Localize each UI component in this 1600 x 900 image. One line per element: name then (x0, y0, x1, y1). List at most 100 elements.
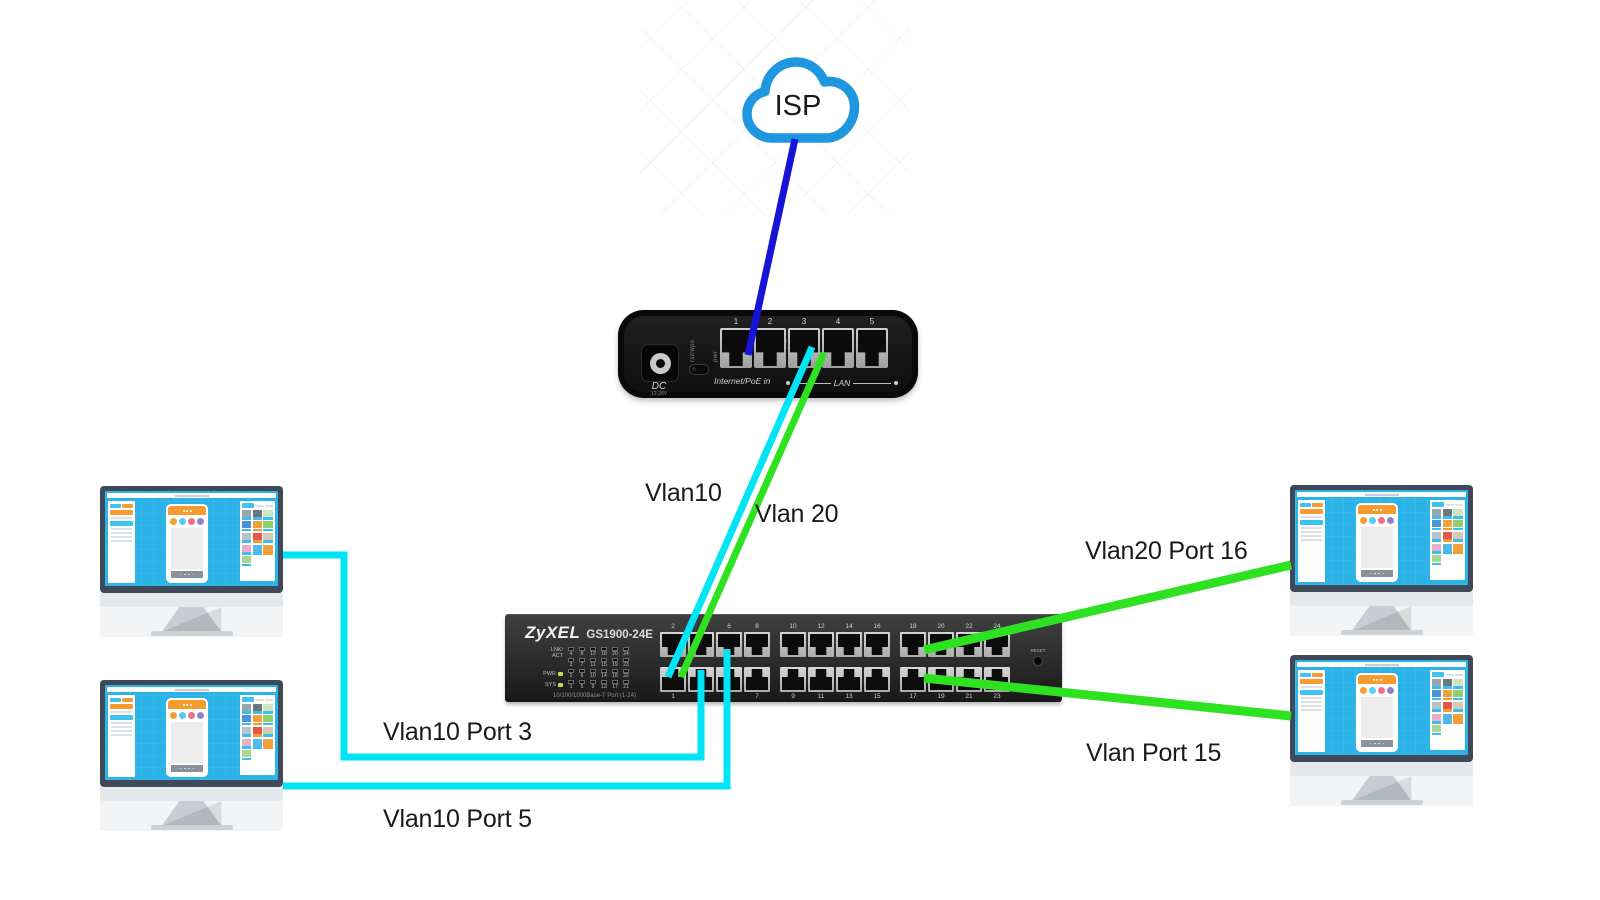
led-cell-12: 12 (588, 647, 598, 657)
widget-tile (252, 738, 262, 749)
widget-tile (252, 532, 262, 544)
widget-tile (1432, 701, 1442, 713)
widget-tile (252, 715, 262, 726)
widget-grid (1432, 678, 1463, 736)
monitor-bezel (100, 680, 283, 787)
isp-label: ISP (774, 90, 822, 122)
switch-port-11 (808, 667, 834, 692)
phone-dot (1359, 686, 1368, 695)
widget-tile (1442, 543, 1452, 554)
led-cell-8: 8 (577, 647, 587, 657)
widget-tile (263, 509, 273, 520)
monitor-foot (150, 631, 233, 636)
widget-tile (1432, 543, 1442, 554)
screen-left-panel (108, 501, 135, 583)
monitor-bottom-right (1290, 655, 1473, 806)
phone-mockup (1356, 673, 1398, 752)
widget-tile (242, 738, 252, 749)
monitor-top-right (1290, 485, 1473, 636)
widget-tile (1453, 508, 1463, 519)
switch-reset: RESET (1025, 648, 1051, 666)
led-cell-7: 7 (577, 658, 587, 668)
router-port-3 (788, 328, 820, 368)
widget-tile (252, 703, 262, 714)
router-port-number: 2 (767, 317, 773, 326)
port-speed-note: 10/100/1000Base-T Port (1-24) (553, 693, 636, 699)
phone-color-dots (168, 709, 206, 722)
switch-port-16 (864, 632, 890, 657)
phone-dot (1377, 686, 1386, 695)
widget-tile (1432, 725, 1442, 736)
widget-tile (263, 738, 273, 749)
monitor-bottom-left (100, 680, 283, 831)
phone-header (1358, 505, 1396, 514)
screen-menubar (107, 493, 276, 498)
widget-tile (1453, 531, 1463, 543)
widget-grid (1432, 508, 1463, 566)
switch-port-15 (864, 667, 890, 692)
rst-wps-label: rst/wps (690, 339, 696, 362)
switch-port-8 (744, 632, 770, 657)
phone-header (1358, 675, 1396, 684)
switch-port-20 (928, 632, 954, 657)
widget-tile (1453, 713, 1463, 724)
screen-left-panel (1298, 500, 1325, 582)
cloud-icon (742, 57, 860, 143)
router-port-number: 1 (733, 317, 739, 326)
label-vlan10-port3: Vlan10 Port 3 (383, 718, 532, 746)
phone-dot (178, 711, 187, 720)
led-cell-1: 1 (566, 680, 576, 690)
widget-tile (263, 544, 273, 555)
reset-wps-button (689, 364, 709, 375)
label-vlan10: Vlan10 (645, 479, 722, 507)
isp-cloud: ISP (730, 46, 866, 156)
switch-port-13 (836, 667, 862, 692)
widget-tile (1442, 508, 1452, 519)
led-cell-3: 3 (566, 658, 576, 668)
monitor-bezel (1290, 485, 1473, 592)
monitor-screen (105, 685, 278, 780)
widget-tile (242, 521, 252, 532)
widget-tile (263, 715, 273, 726)
label-vlan-port15: Vlan Port 15 (1086, 739, 1222, 767)
switch-port-4 (688, 632, 714, 657)
widget-tile (1442, 690, 1452, 701)
widget-tile (263, 532, 273, 544)
widget-tile (1453, 678, 1463, 689)
phone-mockup (1356, 503, 1398, 582)
phone-dot (178, 517, 187, 526)
phone-content (171, 528, 203, 569)
phone-navbar (1361, 740, 1393, 747)
led-cell-22: 22 (621, 669, 631, 679)
monitor-screen (1295, 660, 1468, 755)
widget-tile (252, 544, 262, 555)
led-cell-2: 2 (566, 669, 576, 679)
switch-port-3 (688, 667, 714, 692)
router-port-number: 4 (835, 317, 841, 326)
label-vlan10-port5: Vlan10 Port 5 (383, 805, 532, 833)
phone-content (1361, 527, 1393, 568)
widget-tile (1442, 531, 1452, 543)
dc-power-jack (641, 344, 679, 382)
screen-menubar (1297, 662, 1466, 667)
sys-led: SYS (545, 682, 563, 688)
phone-dot (1377, 516, 1386, 525)
widget-tile (1442, 701, 1452, 713)
led-cell-16: 16 (599, 647, 609, 657)
phone-dot (1386, 516, 1395, 525)
screen-widget-panel (240, 695, 275, 775)
phone-dot (1359, 516, 1368, 525)
led-cell-11: 11 (588, 658, 598, 668)
monitor-foot (1340, 630, 1423, 635)
phone-content (1361, 697, 1393, 738)
pwr-led-label: pwr (713, 350, 719, 362)
led-cell-23: 23 (621, 658, 631, 668)
reset-button (1033, 656, 1043, 666)
phone-dot (187, 517, 196, 526)
